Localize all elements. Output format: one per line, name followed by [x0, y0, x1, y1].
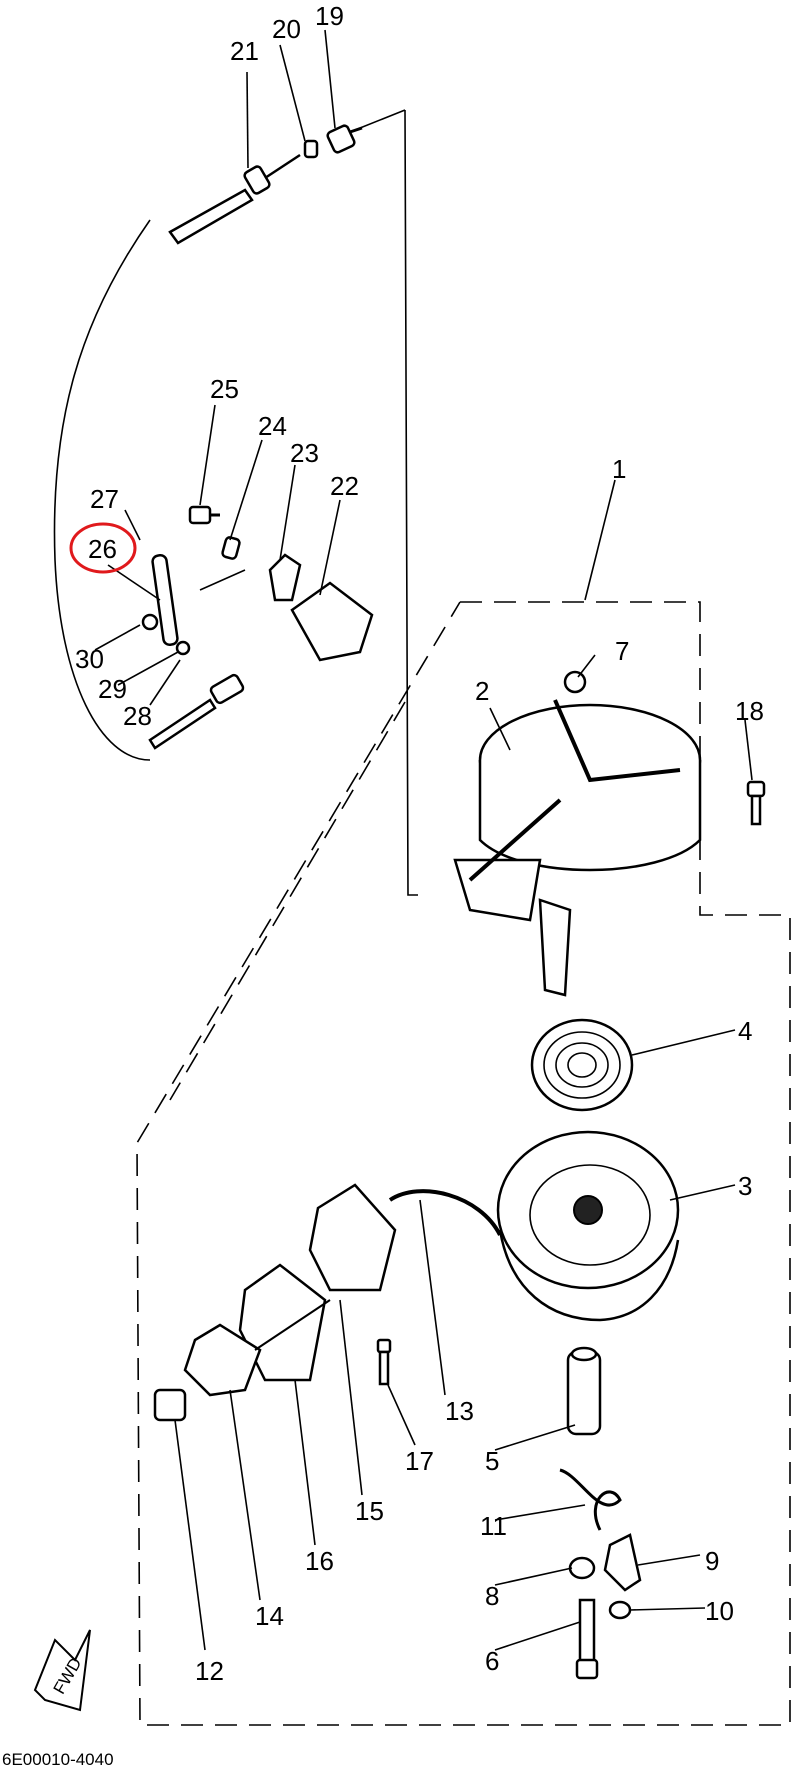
callout-1: 1	[612, 454, 626, 484]
callout-2: 2	[475, 676, 489, 706]
callout-16: 16	[305, 1546, 334, 1576]
callout-21: 21	[230, 36, 259, 66]
callout-13: 13	[445, 1396, 474, 1426]
starter-handle-parts	[153, 1183, 397, 1422]
callout-28: 28	[123, 701, 152, 731]
callout-17: 17	[405, 1446, 434, 1476]
callout-12: 12	[195, 1656, 224, 1686]
fwd-arrow: FWD	[33, 1629, 91, 1712]
cable-detail-outline	[53, 109, 418, 896]
callout-25: 25	[210, 374, 239, 404]
assembly-boundary	[136, 601, 791, 1726]
callout-20: 20	[272, 14, 301, 44]
shaft	[566, 1346, 602, 1436]
callout-10: 10	[705, 1596, 734, 1626]
callout-15: 15	[355, 1496, 384, 1526]
callout-14: 14	[255, 1601, 284, 1631]
throttle-link-parts	[141, 505, 374, 750]
small-parts	[559, 1468, 642, 1680]
callout-18: 18	[735, 696, 764, 726]
throttle-cable-top	[168, 124, 363, 245]
callout-5: 5	[485, 1446, 499, 1476]
callout-23: 23	[290, 438, 319, 468]
callout-24: 24	[258, 411, 287, 441]
callout-29: 29	[98, 674, 127, 704]
starter-rope	[388, 1189, 502, 1236]
screw-17	[376, 1338, 392, 1386]
footer-code: 6E00010-4040	[2, 1750, 114, 1769]
callout-11: 11	[480, 1511, 507, 1541]
callout-6: 6	[485, 1646, 499, 1676]
highlight-circle	[69, 522, 137, 574]
callout-4: 4	[738, 1016, 752, 1046]
callout-19: 19	[315, 1, 344, 31]
callout-22: 22	[330, 471, 359, 501]
bolt-18	[746, 780, 766, 826]
callout-26: 26	[88, 534, 117, 564]
callout-27: 27	[90, 484, 119, 514]
spiral-spring	[530, 1018, 634, 1112]
callout-labels: 1 2 3 4 5 6 7 8 9 10 11 12 13 14 15 16 1…	[75, 1, 764, 1686]
callout-3: 3	[738, 1171, 752, 1201]
callout-7: 7	[615, 636, 629, 666]
callout-9: 9	[705, 1546, 719, 1576]
starter-case	[453, 670, 702, 997]
callout-8: 8	[485, 1581, 499, 1611]
callout-30: 30	[75, 644, 104, 674]
sheave-drum	[496, 1130, 680, 1322]
